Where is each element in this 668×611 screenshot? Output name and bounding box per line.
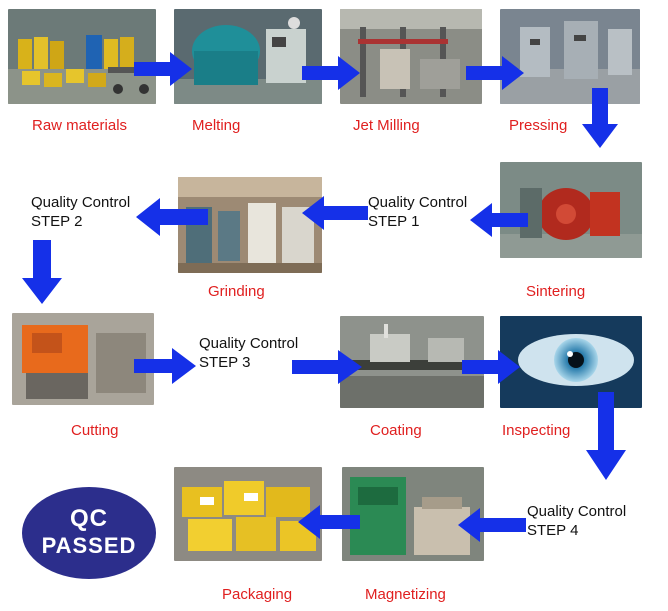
qc-badge-line1: QC (70, 505, 108, 532)
arrow-pressing-to-sintering (582, 88, 618, 148)
label-jet-milling: Jet Milling (353, 117, 420, 134)
label-coating: Coating (370, 422, 422, 439)
label-grinding: Grinding (208, 283, 265, 300)
label-sintering: Sintering (526, 283, 586, 300)
arrow-qc4-to-magnetizing (458, 508, 526, 542)
arrow-melting-to-jet (302, 56, 360, 90)
label-pressing: Pressing (509, 117, 568, 134)
qc-step1: Quality Control STEP 1 (368, 194, 468, 230)
arrow-jet-to-pressing (466, 56, 524, 90)
arrow-grinding-to-qc2 (136, 198, 208, 236)
sintering-photo (500, 162, 642, 258)
inspecting-photo (500, 316, 642, 408)
label-magnetizing: Magnetizing (365, 586, 446, 603)
coating-photo (340, 316, 484, 408)
packaging-photo (174, 467, 322, 561)
magnetizing-photo (342, 467, 484, 561)
arrow-magnetizing-to-packaging (298, 505, 360, 539)
qc-badge-line2: PASSED (41, 533, 137, 558)
qc-step2: Quality Control STEP 2 (31, 194, 131, 230)
arrow-qc2-to-cutting (22, 240, 62, 304)
label-raw-materials: Raw materials (32, 117, 128, 134)
label-inspecting: Inspecting (502, 422, 571, 439)
arrow-qc1-to-grinding (302, 196, 368, 230)
jet-milling-photo (340, 9, 482, 104)
label-cutting: Cutting (71, 422, 119, 439)
qc-step3: Quality Control STEP 3 (199, 335, 299, 371)
melting-photo (174, 9, 322, 104)
label-packaging: Packaging (222, 586, 293, 603)
qc-step4: Quality Control STEP 4 (527, 503, 627, 539)
raw-materials-photo (8, 9, 156, 104)
arrow-cutting-to-qc3 (134, 348, 196, 384)
label-melting: Melting (192, 117, 241, 134)
arrow-inspecting-to-qc4 (586, 392, 626, 480)
qc-passed-badge: QC PASSED (22, 487, 156, 579)
arrow-raw-to-melting (134, 52, 192, 86)
arrow-qc3-to-coating (292, 350, 362, 384)
pressing-photo (500, 9, 640, 104)
cutting-photo (12, 313, 154, 405)
arrow-coating-to-inspecting (462, 350, 520, 384)
arrow-sintering-to-qc1 (470, 203, 528, 237)
